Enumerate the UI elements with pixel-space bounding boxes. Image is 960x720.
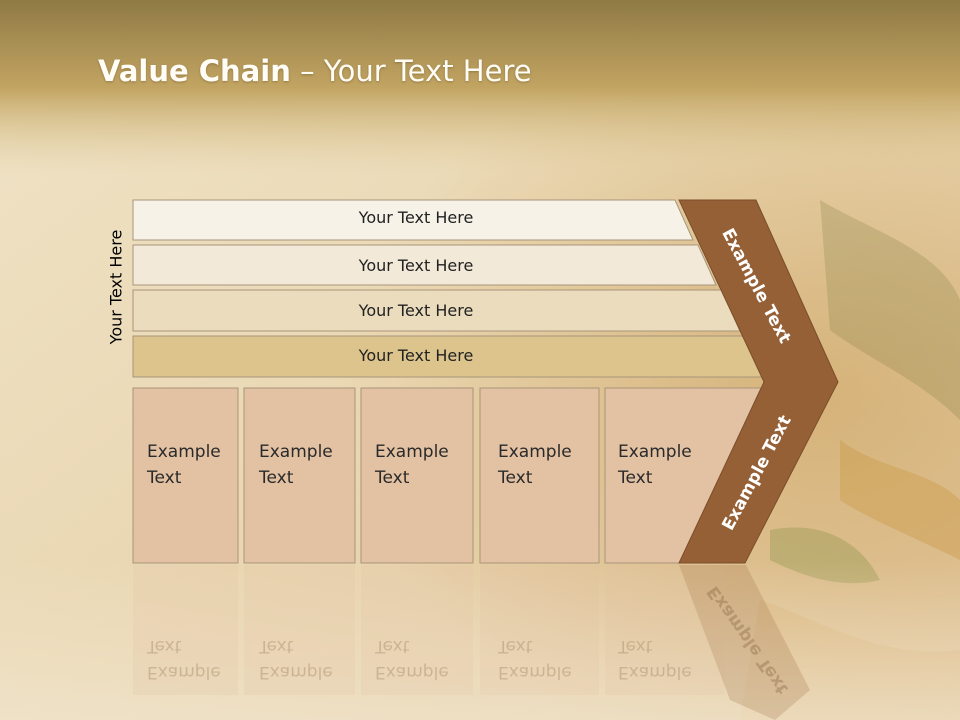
columns-group (132, 387, 762, 564)
column-label-5: Example Text (618, 439, 692, 491)
chevron-arrow (678, 199, 839, 564)
reflection-line2: Text (375, 636, 410, 656)
column-label-2: Example Text (259, 439, 333, 491)
bars-group (132, 199, 764, 378)
column-shape (479, 387, 600, 564)
reflection-line2: Text (498, 636, 533, 656)
reflection-line1: Example (375, 662, 449, 682)
bar-label-1: Your Text Here (358, 208, 474, 227)
column-label-4: Example Text (498, 439, 572, 491)
column-shape (132, 387, 239, 564)
side-label: Your Text Here (106, 229, 126, 345)
title-bold: Value Chain (98, 54, 291, 88)
reflection-line1: Example (259, 662, 333, 682)
column-label-3: Example Text (375, 439, 449, 491)
reflection-line2: Text (618, 636, 653, 656)
column-label-line2: Text (259, 468, 294, 488)
column-shape (360, 387, 474, 564)
bar-label-3: Your Text Here (358, 301, 474, 320)
bar-shape (132, 199, 694, 241)
reflection-line1: Example (147, 662, 221, 682)
column-label-line1: Example (375, 442, 449, 462)
title-rest: – Your Text Here (290, 54, 532, 88)
column-reflection-2: Example Text (259, 571, 359, 711)
bar-label-2: Your Text Here (358, 256, 474, 275)
column-label-line2: Text (147, 468, 182, 488)
reflection-line1: Example (618, 662, 692, 682)
column-reflection-3: Example Text (375, 571, 475, 711)
column-label-line1: Example (498, 442, 572, 462)
column-label-1: Example Text (147, 439, 221, 491)
bar-shape (132, 244, 717, 286)
column-label-line1: Example (618, 442, 692, 462)
column-reflection-5: Example Text (618, 571, 718, 711)
column-reflection-4: Example Text (498, 571, 598, 711)
column-label-line1: Example (147, 442, 221, 462)
column-label-line2: Text (375, 468, 410, 488)
column-label-line1: Example (259, 442, 333, 462)
bar-label-4: Your Text Here (358, 346, 474, 365)
reflection-line1: Example (498, 662, 572, 682)
column-shape (243, 387, 356, 564)
reflection-line2: Text (259, 636, 294, 656)
reflection-shapes (133, 565, 810, 720)
column-label-line2: Text (498, 468, 533, 488)
page-title: Value Chain – Your Text Here (98, 54, 532, 88)
column-label-line2: Text (618, 468, 653, 488)
column-reflection-1: Example Text (147, 571, 247, 711)
reflection-line2: Text (147, 636, 182, 656)
